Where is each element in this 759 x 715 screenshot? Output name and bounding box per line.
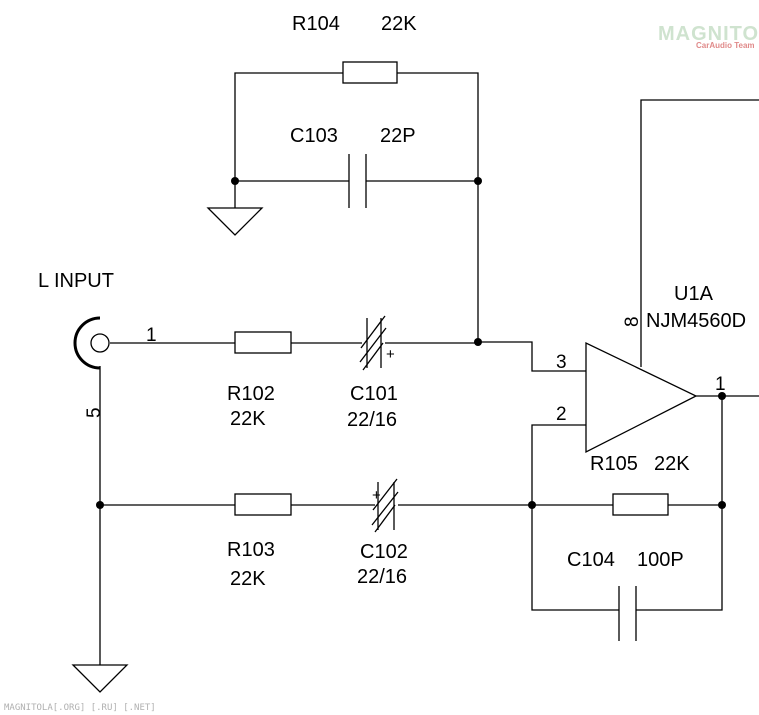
c101-ref: C101	[350, 383, 398, 405]
connector-pin-signal: 1	[146, 325, 157, 346]
resistor-r102	[234, 331, 292, 354]
capacitor-c102	[371, 478, 399, 533]
opamp-pin-inverting: 2	[556, 404, 567, 425]
r103-ref: R103	[227, 539, 275, 561]
wire-r104-right	[397, 72, 479, 342]
ground-symbol-top	[206, 207, 264, 236]
junction-dot	[718, 392, 726, 400]
connector-pin-ground: 5	[84, 407, 105, 418]
c103-ref: C103	[290, 125, 338, 147]
junction-dot	[528, 501, 536, 509]
r105-value: 22K	[654, 453, 690, 475]
junction-dot	[474, 177, 482, 185]
r105-ref: R105	[590, 453, 638, 475]
c102-ref: C102	[360, 541, 408, 563]
opamp-ref: U1A	[674, 283, 714, 305]
c103-value: 22P	[380, 125, 416, 147]
junctions	[96, 177, 726, 509]
junction-dot	[474, 338, 482, 346]
opamp-pin-output: 1	[715, 374, 726, 395]
capacitor-c104	[618, 586, 637, 641]
r102-ref: R102	[227, 383, 275, 405]
junction-dot	[718, 501, 726, 509]
r104-value: 22K	[381, 13, 417, 35]
c104-ref: C104	[567, 549, 615, 571]
connector-label: L INPUT	[38, 270, 114, 292]
r102-value: 22K	[230, 408, 266, 430]
opamp-pin-noninverting: 3	[556, 352, 567, 373]
resistor-r104	[342, 61, 398, 84]
watermark-tagline: CarAudio Team	[696, 41, 755, 50]
wire-c104-output	[636, 395, 723, 611]
wires	[99, 72, 759, 665]
resistor-r103	[234, 493, 292, 516]
junction-dot	[231, 177, 239, 185]
wire-supply	[640, 99, 759, 367]
c101-polarity: +	[386, 346, 395, 363]
opamp-u1a	[585, 341, 698, 454]
watermark-logo: MAGNITOLA	[658, 23, 759, 45]
wire-pin2-c104	[531, 424, 619, 611]
capacitor-c103	[348, 154, 367, 208]
wire-to-pin3	[478, 341, 586, 372]
resistor-r105	[612, 493, 669, 516]
c102-polarity: +	[372, 487, 381, 504]
c102-value: 22/16	[357, 566, 407, 588]
input-connector	[73, 316, 110, 370]
capacitor-c101	[359, 315, 387, 371]
r103-value: 22K	[230, 568, 266, 590]
wire-r104-left	[234, 72, 343, 181]
ground-symbol-bottom	[71, 664, 129, 693]
c101-value: 22/16	[347, 409, 397, 431]
c104-value: 100P	[637, 549, 684, 571]
junction-dot	[96, 501, 104, 509]
watermark-footer: MAGNITOLA[.ORG] [.RU] [.NET]	[4, 703, 156, 713]
r104-ref: R104	[292, 13, 340, 35]
opamp-pin-supply: 8	[622, 316, 643, 327]
opamp-part: NJM4560D	[646, 310, 746, 332]
